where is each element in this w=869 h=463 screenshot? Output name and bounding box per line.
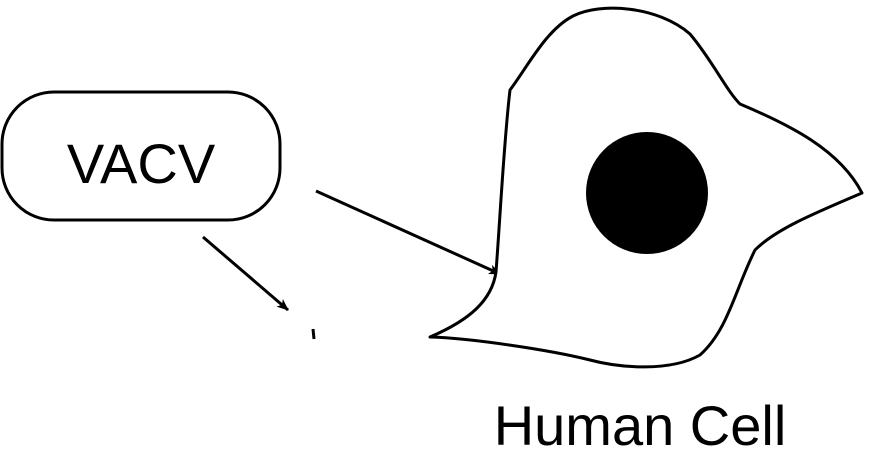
arrow-to-cell-surface-virion	[315, 189, 501, 276]
cell-nucleus	[586, 132, 708, 254]
vacv-label: VACV	[67, 132, 216, 195]
extracellular-virion-mark	[311, 328, 316, 340]
vacv-label-box: VACV	[0, 90, 282, 222]
arrow-to-extracellular-virion	[202, 235, 289, 312]
human-cell-label: Human Cell	[494, 394, 787, 457]
vacv-box-outline	[0, 90, 282, 222]
